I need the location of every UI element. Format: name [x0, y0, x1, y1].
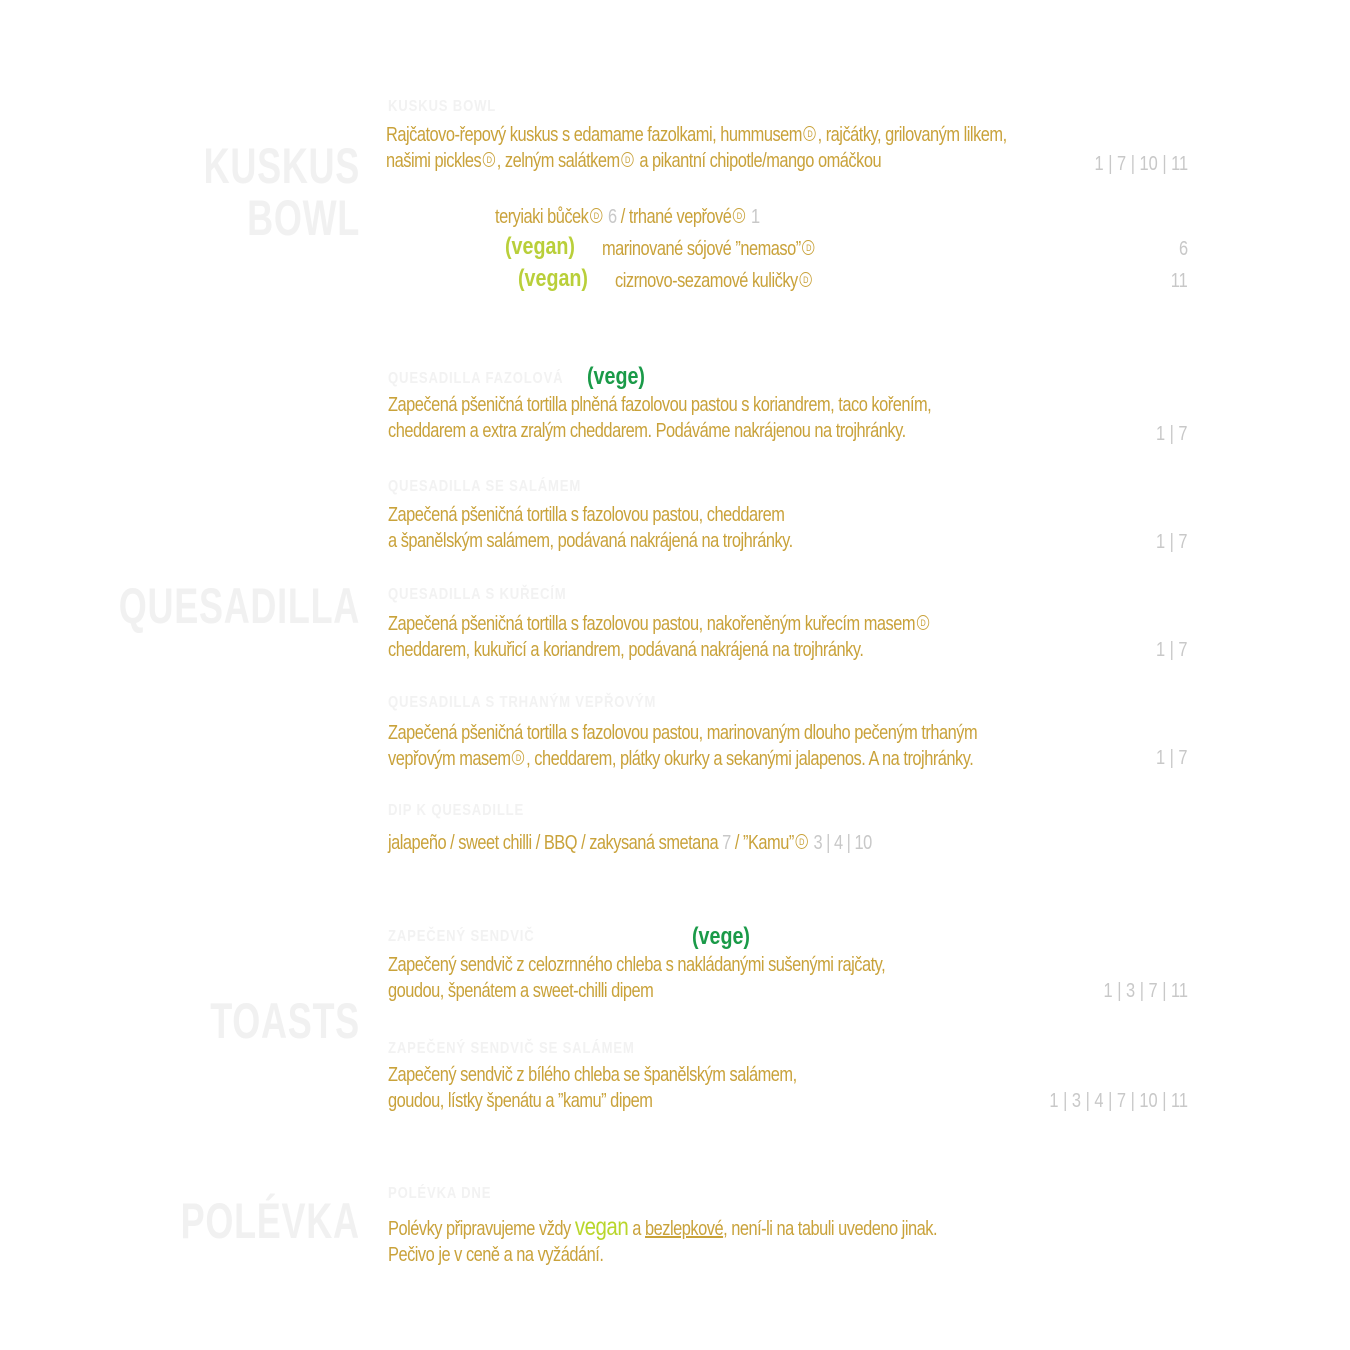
kuskus-allergens: 1 | 7 | 10 | 11 [1094, 153, 1188, 175]
soup-note-line2: Pečivo je v ceně a na vyžádání. [388, 1244, 604, 1266]
quesadilla-item3-line2: cheddarem, kukuřicí a koriandrem, podáva… [388, 639, 864, 661]
quesadilla-dips: jalapeño / sweet chilli / BBQ / zakysaná… [388, 832, 872, 854]
ghost-title: QUESADILLA S TRHANÝM VEPŘOVÝM [388, 694, 657, 711]
ghost-title: KUSKUS BOWL [388, 98, 497, 115]
toast-item1-allergens: 1 | 3 | 7 | 11 [1103, 980, 1188, 1002]
allergen-info-icon: D [799, 272, 812, 287]
kuskus-option-kulicky-allergen: 11 [1170, 270, 1188, 292]
toast-item1-line1: Zapečený sendvič z celozrnného chleba s … [388, 954, 886, 976]
ghost-title: QUESADILLA SE SALÁMEM [388, 478, 582, 495]
toast-item1-line2: goudou, špenátem a sweet-chilli dipem [388, 980, 654, 1002]
allergen-info-icon: D [733, 208, 746, 223]
quesadilla-item3-allergens: 1 | 7 [1156, 639, 1188, 661]
allergen-info-icon: D [621, 152, 634, 167]
quesadilla-item1-allergens: 1 | 7 [1156, 423, 1188, 445]
toast-item2-line1: Zapečený sendvič z bílého chleba se špan… [388, 1064, 797, 1086]
ghost-title: QUESADILLA S KUŘECÍM [388, 586, 567, 603]
soup-note-line1: Polévky připravujeme vždy vegan a bezlep… [388, 1213, 938, 1241]
allergen-info-icon: D [590, 208, 603, 223]
gluten-free-word: bezlepkové [645, 1218, 724, 1240]
allergen-info-icon: D [916, 615, 929, 630]
vegan-word: vegan [574, 1213, 629, 1241]
ghost-title: DIP K QUESADILLE [388, 802, 525, 819]
toast-item2-line2: goudou, lístky špenátu a ”kamu” dipem [388, 1090, 653, 1112]
kuskus-option-nemaso-allergen: 6 [1178, 238, 1188, 260]
vegan-tag: (vegan) [505, 233, 575, 260]
section-title-toasts: TOASTS [210, 993, 360, 1049]
allergen-info-icon: D [803, 126, 816, 141]
allergen-info-icon: D [512, 750, 525, 765]
quesadilla-item2-allergens: 1 | 7 [1156, 531, 1188, 553]
allergen-info-icon: D [802, 240, 815, 255]
quesadilla-item2-line1: Zapečená pšeničná tortilla s fazolovou p… [388, 504, 785, 526]
quesadilla-item1-line2: cheddarem a extra zralým cheddarem. Podá… [388, 420, 906, 442]
ghost-title: ZAPEČENÝ SENDVIČ [388, 928, 535, 945]
quesadilla-item4-allergens: 1 | 7 [1156, 747, 1188, 769]
allergen-info-icon: D [482, 152, 496, 167]
toast-item2-allergens: 1 | 3 | 4 | 7 | 10 | 11 [1049, 1090, 1188, 1112]
kuskus-option-nemaso: marinované sójové ”nemaso”D [602, 236, 816, 262]
ghost-title: QUESADILLA FAZOLOVÁ [388, 370, 564, 387]
section-title-polevka: POLÉVKA [180, 1193, 360, 1249]
allergen-info-icon: D [795, 834, 808, 849]
vege-tag: (vege) [692, 923, 750, 950]
section-title-quesadilla: QUESADILLA [118, 578, 360, 634]
ghost-title: ZAPEČENÝ SENDVIČ SE SALÁMEM [388, 1040, 635, 1057]
kuskus-description-line1: Rajčatovo-řepový kuskus s edamame fazolk… [386, 124, 1007, 146]
ghost-title: POLÉVKA DNE [388, 1185, 492, 1202]
quesadilla-item1-line1: Zapečená pšeničná tortilla plněná fazolo… [388, 394, 932, 416]
quesadilla-item3-line1: Zapečená pšeničná tortilla s fazolovou p… [388, 611, 931, 637]
vege-tag: (vege) [587, 363, 645, 390]
quesadilla-item2-line2: a španělským salámem, podávaná nakrájená… [388, 530, 793, 552]
quesadilla-item4-line1: Zapečená pšeničná tortilla s fazolovou p… [388, 722, 978, 744]
vegan-tag: (vegan) [518, 265, 588, 292]
